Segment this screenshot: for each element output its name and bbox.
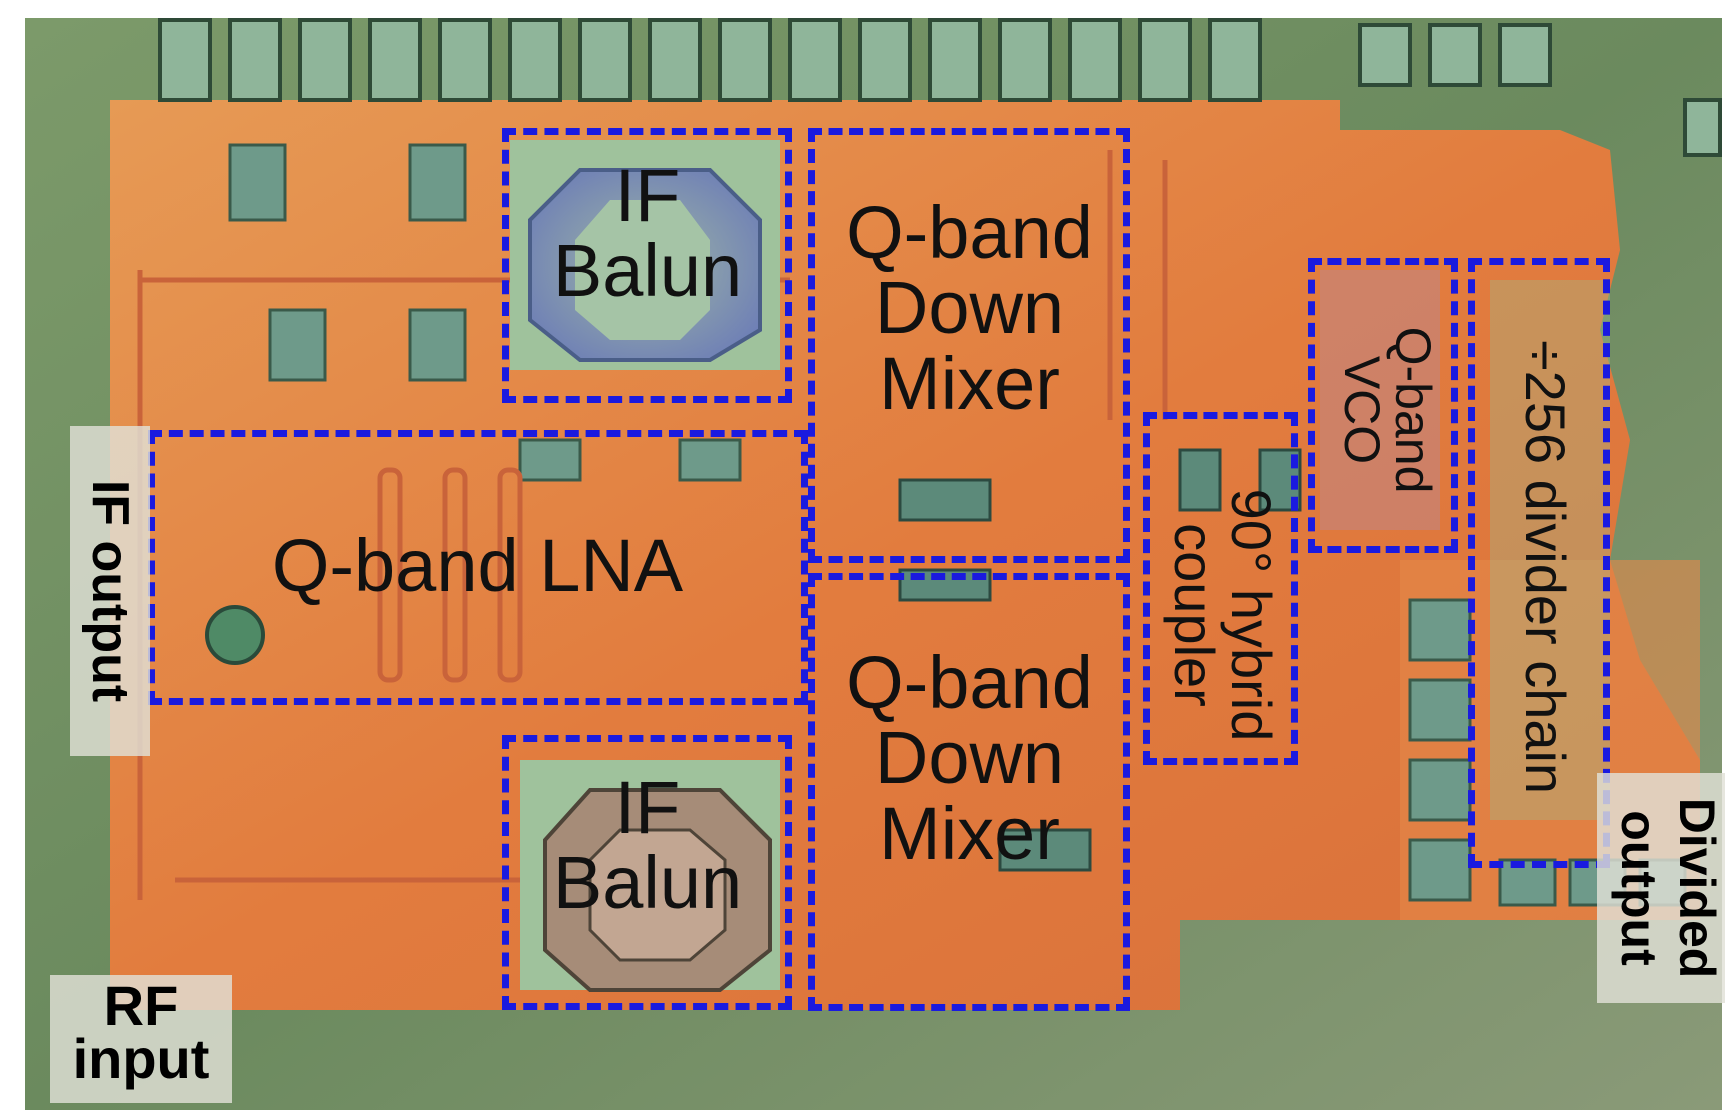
mixer-bottom-label: Q-band Down Mixer: [812, 641, 1127, 875]
mixer-bottom-line2: Down: [874, 716, 1065, 800]
vco-label: Q-band VCO: [1328, 270, 1441, 550]
if-balun-bottom-line1: IF: [614, 766, 681, 849]
if-output-label: IF output: [70, 426, 150, 756]
if-balun-top-label: IF Balun: [510, 158, 785, 309]
hybrid-coupler-block: [1143, 412, 1298, 765]
q-band-lna-block: [148, 430, 808, 705]
divided-output-line2: output: [1611, 810, 1668, 966]
hybrid-coupler-line1: 90° hybrid: [1220, 488, 1283, 742]
divided-output-label: Divided output: [1597, 773, 1725, 1003]
if-balun-bottom-label: IF Balun: [510, 770, 785, 921]
if-balun-top-line1: IF: [614, 154, 681, 237]
rf-input-line2: input: [72, 1027, 210, 1091]
divider-chain-label: ÷256 divider chain: [1514, 339, 1577, 795]
divider-chain-block: [1468, 258, 1610, 868]
mixer-bottom-line3: Mixer: [879, 791, 1060, 875]
rf-input-label: RF input: [50, 975, 232, 1103]
vco-line1: Q-band: [1385, 326, 1441, 494]
rf-input-line1: RF: [103, 974, 179, 1037]
mixer-bottom-line1: Q-band: [846, 641, 1093, 724]
if-balun-bottom-inductor: [520, 760, 780, 992]
vco-block: [1308, 258, 1458, 553]
mixer-top-block: [808, 128, 1130, 563]
mixer-top-line3: Mixer: [879, 341, 1060, 425]
vco-line2: VCO: [1334, 355, 1390, 465]
divided-output-line1: Divided: [1669, 797, 1725, 979]
if-balun-top-line2: Balun: [552, 229, 743, 313]
if-balun-top-block: [502, 128, 792, 403]
hybrid-coupler-line2: coupler: [1162, 523, 1226, 707]
mixer-top-line1: Q-band: [846, 191, 1093, 274]
if-balun-bottom-line2: Balun: [552, 841, 743, 925]
lna-input-device: [205, 605, 265, 665]
hybrid-coupler-label: 90° hybrid coupler: [1160, 435, 1283, 795]
if-balun-bottom-block: [502, 735, 792, 1010]
if-balun-top-inductor: [510, 140, 780, 370]
q-band-lna-label: Q-band LNA: [271, 524, 684, 607]
mixer-top-line2: Down: [874, 266, 1065, 350]
mixer-top-label: Q-band Down Mixer: [812, 191, 1127, 425]
mixer-bottom-block: [808, 573, 1130, 1011]
bond-pad-row: [158, 18, 1722, 157]
